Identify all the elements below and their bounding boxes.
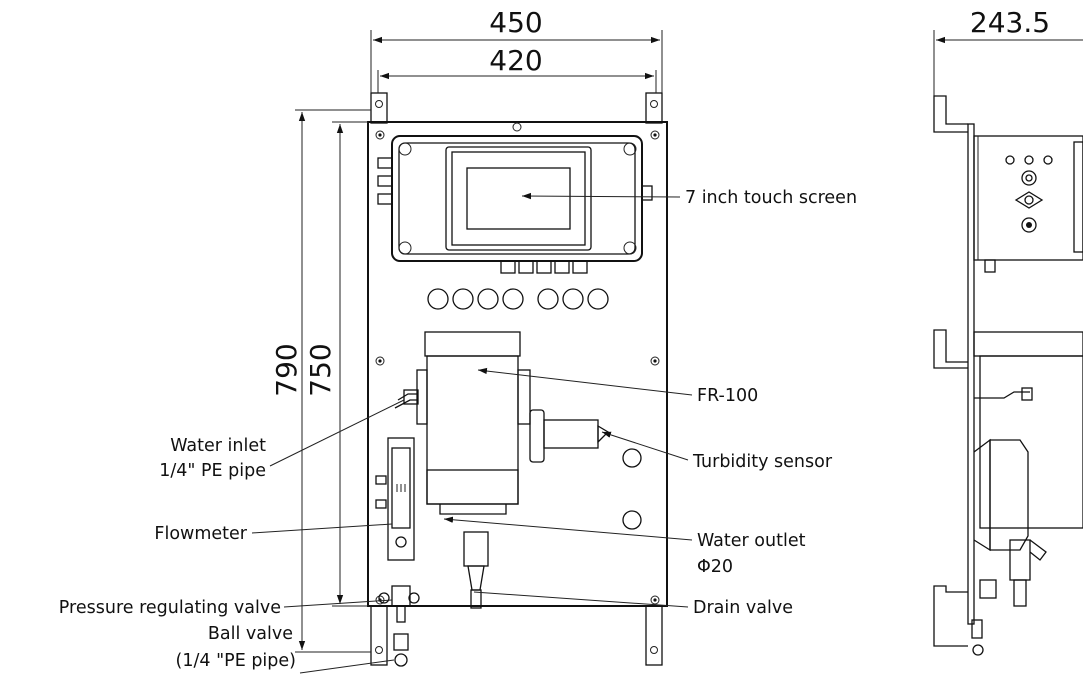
dim-overall-height: 790 (270, 343, 303, 396)
label-water-inlet-2: 1/4" PE pipe (159, 461, 266, 481)
label-pressure-valve: Pressure regulating valve (59, 598, 281, 618)
front-view: 450 420 790 750 7 inch touch screen FR-1… (59, 6, 857, 674)
port-circle-2 (622, 510, 642, 530)
controller-box (377, 135, 653, 274)
mounting-panel (367, 121, 668, 607)
label-turbidity-sensor: Turbidity sensor (692, 452, 833, 472)
dim-panel-width: 420 (489, 44, 542, 77)
indicator-circles (427, 288, 609, 310)
dim-side-depth: 243.5 (970, 6, 1050, 39)
side-controller (973, 135, 1083, 273)
turbidity-sensor (529, 409, 610, 463)
side-view: 243.5 (933, 6, 1083, 656)
label-touch-screen: 7 inch touch screen (685, 188, 857, 208)
leader-lines (251, 192, 693, 674)
label-water-outlet-1: Water outlet (697, 531, 806, 551)
label-water-inlet-1: Water inlet (170, 436, 266, 456)
drain-valve (463, 531, 489, 609)
label-ball-valve-2: (1/4 "PE pipe) (176, 651, 296, 671)
side-bracket-mid (933, 329, 968, 369)
valves-bottom (378, 585, 420, 667)
label-fr100: FR-100 (697, 386, 758, 406)
bottom-brackets (370, 605, 663, 666)
side-panel-plate (967, 123, 975, 625)
label-drain-valve: Drain valve (693, 598, 793, 618)
inlet-pipe (394, 393, 418, 409)
flowmeter (375, 437, 415, 561)
label-ball-valve-1: Ball valve (208, 624, 293, 644)
side-vessel (971, 331, 1083, 656)
dim-overall-width: 450 (489, 6, 542, 39)
label-flowmeter: Flowmeter (154, 524, 247, 544)
side-bracket-bottom (933, 585, 968, 647)
touch-screen (466, 167, 571, 230)
port-circle-1 (622, 448, 642, 468)
side-bracket-top (933, 95, 968, 133)
dimensions-front (295, 30, 663, 653)
label-water-outlet-2: Φ20 (697, 557, 733, 577)
top-brackets (370, 92, 663, 124)
dim-panel-height: 750 (304, 343, 337, 396)
fr100-vessel (416, 331, 531, 515)
